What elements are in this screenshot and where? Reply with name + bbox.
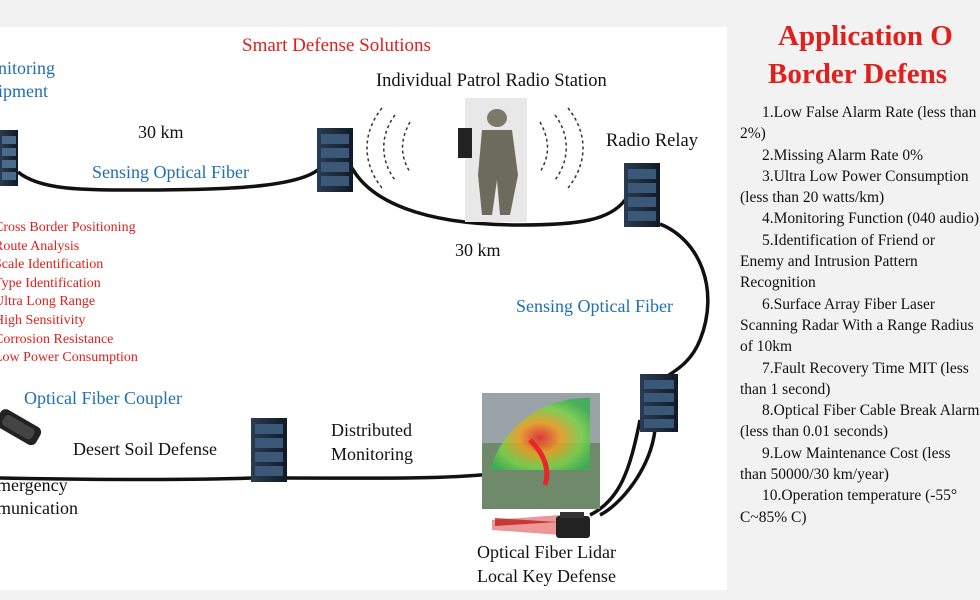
radar-scan-image	[482, 393, 600, 509]
fiber-coupler-icon	[0, 409, 42, 446]
sensing-fiber-label-right: Sensing Optical Fiber	[516, 296, 673, 316]
spec-item: 6.Surface Array Fiber Laser Scanning Rad…	[740, 295, 974, 356]
feature-item: Low Power Consumption	[0, 350, 138, 366]
distance-label-middle: 30 km	[455, 240, 501, 260]
emergency-communication-label: mergency munication	[0, 475, 78, 518]
spec-item: 10.Operation temperature (-55° C~85% C)	[740, 487, 958, 526]
cable-top-left	[16, 166, 322, 192]
spec-item: 4.Monitoring Function (040 audio)	[762, 210, 979, 228]
cable-rack-right-down	[599, 429, 657, 517]
cable-to-lidar	[589, 419, 642, 517]
distance-label-top: 30 km	[138, 122, 184, 142]
feature-item: Ultra Long Range	[0, 294, 96, 310]
spec-item: 1.Low False Alarm Rate (less than 2%)	[740, 104, 977, 143]
feature-item: High Sensitivity	[0, 312, 86, 328]
rack-right-lower	[640, 374, 678, 432]
radio-waves-right	[539, 107, 584, 189]
spec-item: 2.Missing Alarm Rate 0%	[762, 146, 924, 164]
rack-top-middle	[317, 128, 353, 192]
radio-waves-left	[366, 107, 411, 189]
desert-soil-label: Desert Soil Defense	[73, 439, 217, 459]
patrol-radio-label: Individual Patrol Radio Station	[376, 71, 607, 91]
fiber-coupler-label: Optical Fiber Coupler	[24, 388, 182, 408]
spec-item: 8.Optical Fiber Cable Break Alarm (less …	[740, 402, 980, 441]
patrol-soldier-image	[458, 98, 527, 222]
diagram-graphics	[0, 98, 710, 538]
side-panel-title-line1: Application O	[778, 20, 953, 52]
feature-item: Type Identification	[0, 275, 101, 291]
rack-radio-relay	[624, 163, 660, 227]
feature-item: Route Analysis	[0, 238, 80, 254]
cable-relay-right	[659, 222, 710, 382]
monitoring-equipment-label: nitoring ipment	[0, 58, 55, 101]
feature-item: Scale Identification	[0, 257, 104, 273]
feature-item: Corrosion Resistance	[0, 331, 114, 347]
distributed-monitoring-label: Distributed Monitoring	[331, 420, 414, 464]
spec-item: 9.Low Maintenance Cost (less than 50000/…	[740, 444, 951, 484]
spec-item: 3.Ultra Low Power Consumption (less than…	[740, 167, 969, 207]
side-panel-title-line2: Border Defens	[768, 58, 948, 90]
sensing-fiber-label-top: Sensing Optical Fiber	[92, 162, 249, 182]
side-panel-list: 1.Low False Alarm Rate (less than 2%) 2.…	[740, 102, 980, 528]
spec-item: 5.Identification of Friend or Enemy and …	[740, 231, 936, 292]
cable-top-right	[350, 167, 627, 227]
spec-item: 7.Fault Recovery Time MIT (less than 1 s…	[740, 359, 969, 398]
radio-relay-label: Radio Relay	[606, 131, 698, 151]
feature-item: Cross Border Positioning	[0, 220, 136, 235]
diagram-title: Smart Defense Solutions	[242, 35, 431, 56]
rack-left	[0, 130, 18, 186]
diagram-canvas	[0, 27, 727, 590]
lidar-device-icon	[492, 512, 590, 538]
feature-list: Cross Border Positioning Route Analysis …	[0, 219, 138, 368]
rack-bottom-middle	[251, 418, 287, 482]
lidar-label: Optical Fiber Lidar Local Key Defense	[477, 542, 616, 586]
